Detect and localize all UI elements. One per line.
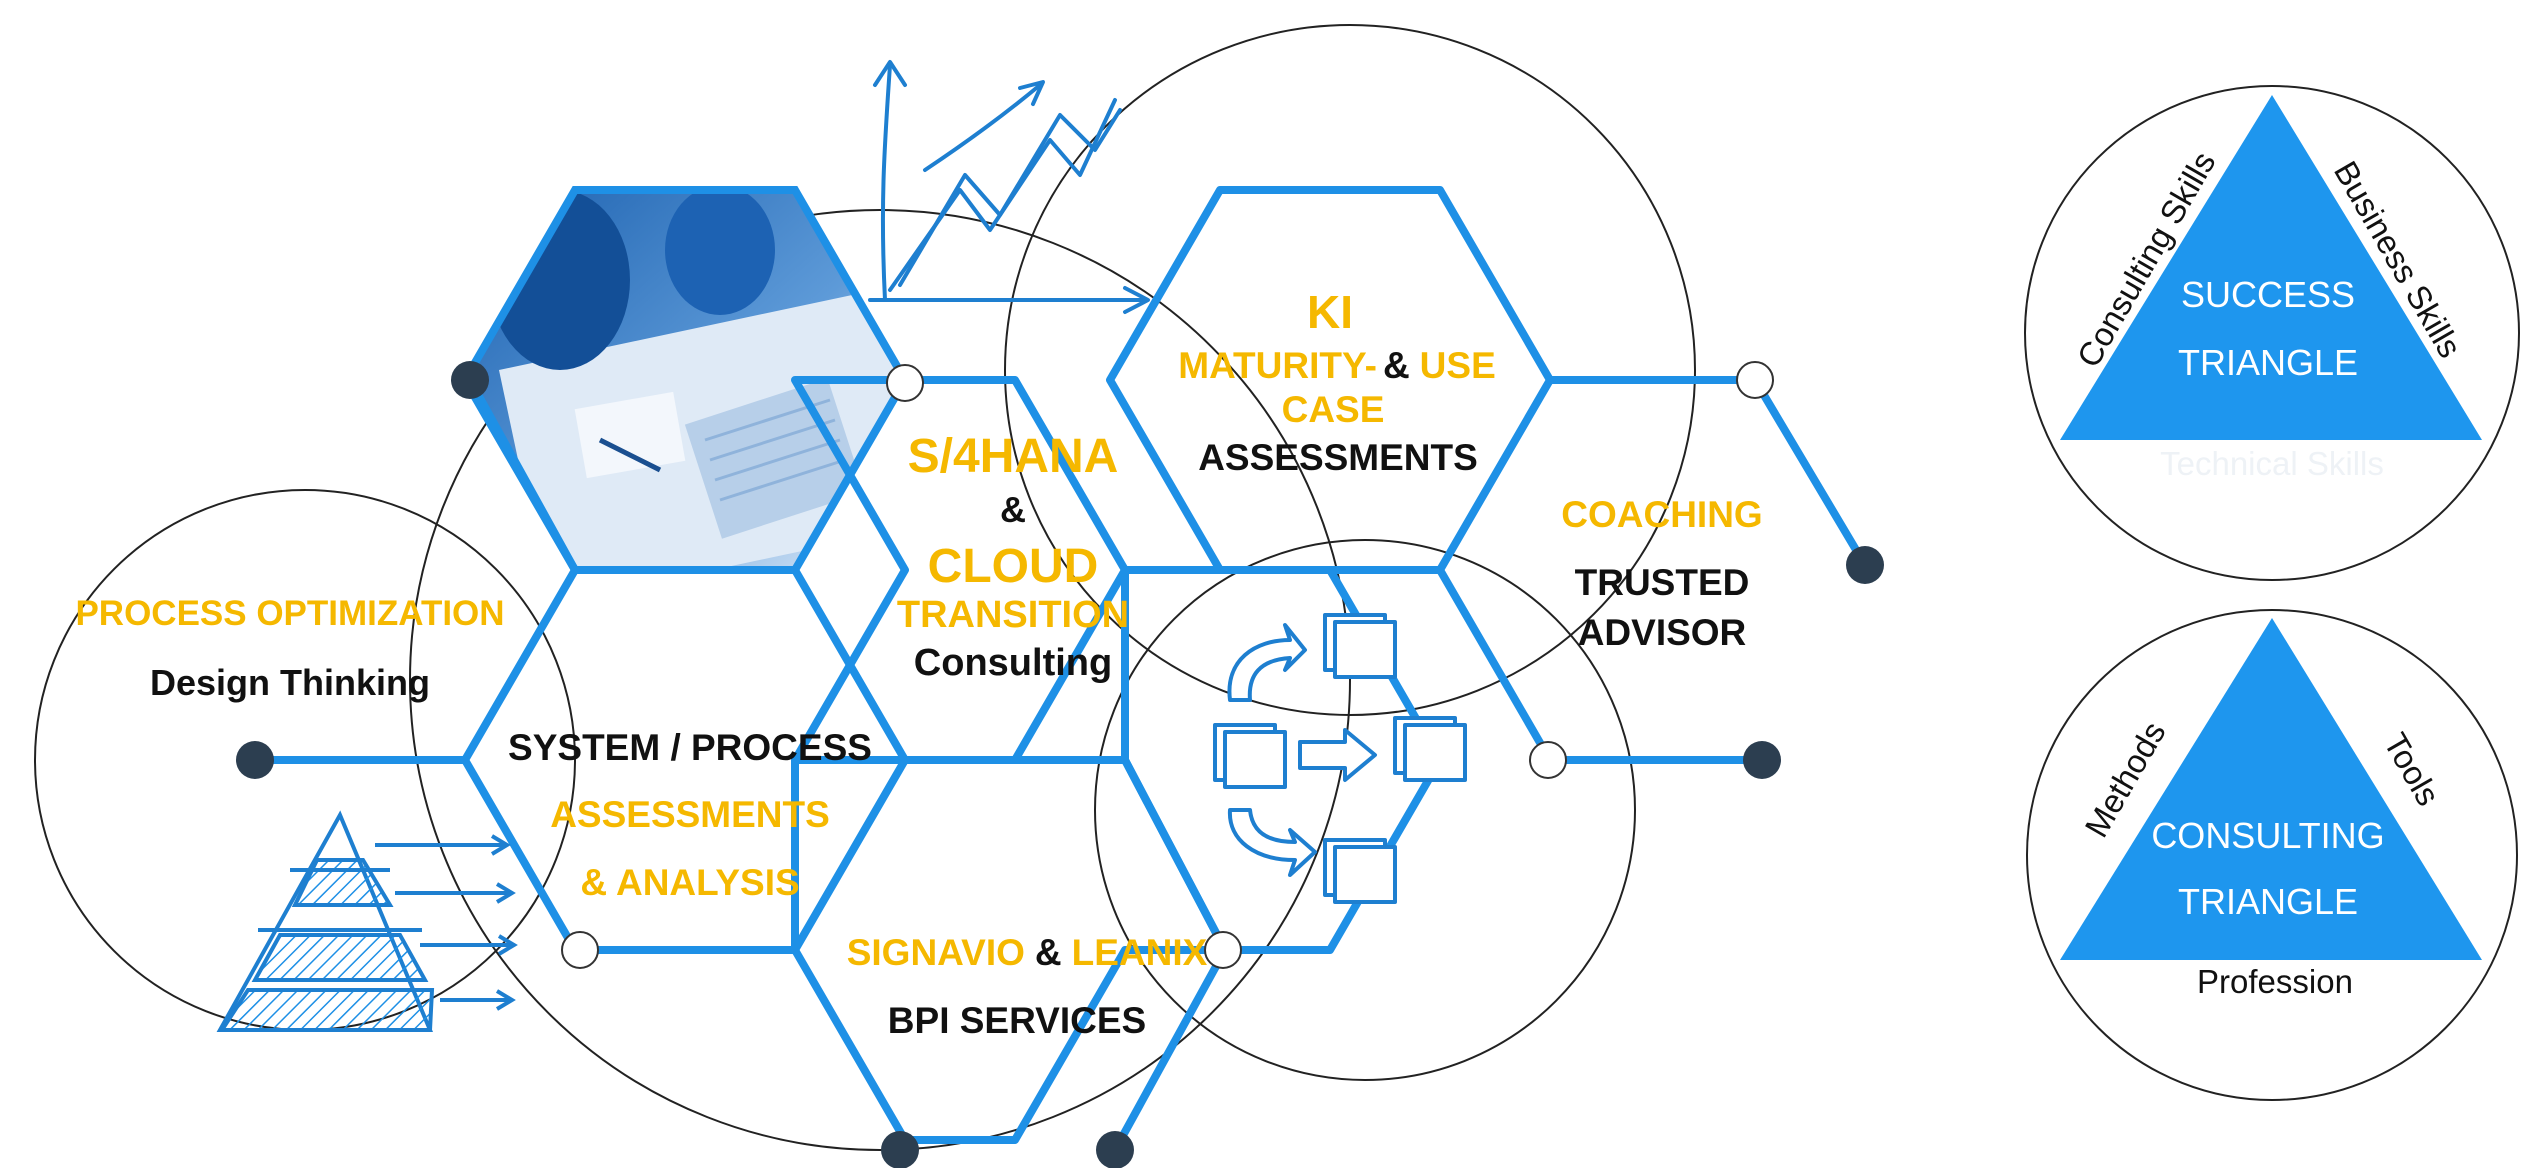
trusted-label: TRUSTED [1575, 562, 1750, 603]
ki-assessments-label: ASSESSMENTS [1198, 437, 1478, 478]
ki-label: KI MATURITY-&USE CASE ASSESSMENTS [1178, 286, 1496, 478]
consulting-label: Consulting [914, 642, 1112, 684]
consulting-triangle [2060, 618, 2482, 960]
s4hana-label: S/4HANA & CLOUD TRANSITION Consulting [897, 430, 1129, 684]
consulting-title-label: CONSULTING [2151, 815, 2384, 856]
hex-coaching-edge [1436, 567, 1554, 763]
success-triangle [2060, 95, 2482, 440]
process-optimization-label: PROCESS OPTIMIZATION Design Thinking [75, 594, 504, 703]
circle-center [409, 209, 1351, 1151]
success-triangle-label: TRIANGLE [2178, 342, 2358, 383]
circle-mid-right [1094, 539, 1636, 1081]
ki-maturity-line: MATURITY-&USE [1178, 345, 1496, 386]
success-triangle-panel: SUCCESS TRIANGLE Consulting Skills Busin… [2024, 85, 2520, 581]
circle-top-right [1004, 24, 1696, 716]
profession-label: Profession [2197, 963, 2353, 1000]
cloud-label: CLOUD [928, 540, 1099, 593]
pyramid-icon [216, 810, 518, 1032]
success-label: SUCCESS [2181, 274, 2355, 315]
s4hana-amp: & [1000, 489, 1026, 530]
s4hana-title: S/4HANA [908, 430, 1119, 483]
signavio-label: SIGNAVIO&LEANIX BPI SERVICES [847, 932, 1208, 1041]
business-meeting-photo [460, 186, 910, 574]
assessments-label: ASSESSMENTS [550, 794, 830, 835]
process-flow-boxes-icon [1213, 613, 1467, 904]
advisor-label: ADVISOR [1578, 612, 1747, 653]
process-optimization-title: PROCESS OPTIMIZATION [75, 594, 504, 633]
system-process-label: SYSTEM / PROCESS ASSESSMENTS & ANALYSIS [508, 727, 872, 903]
signavio-line: SIGNAVIO&LEANIX [847, 932, 1208, 973]
bpi-services-label: BPI SERVICES [888, 1000, 1146, 1041]
ki-case-label: CASE [1282, 389, 1385, 430]
transition-label: TRANSITION [897, 594, 1129, 636]
consulting-triangle-panel: CONSULTING TRIANGLE Methods Tools Profes… [2026, 609, 2518, 1101]
coaching-label: COACHING TRUSTED ADVISOR [1561, 494, 1762, 653]
hex-process-flow [1121, 566, 1444, 954]
connector-nodes [236, 361, 1884, 1169]
ki-title: KI [1307, 286, 1353, 338]
analysis-label: & ANALYSIS [580, 862, 799, 903]
consulting-triangle-label: TRIANGLE [2178, 881, 2358, 922]
coaching-title: COACHING [1561, 494, 1762, 535]
system-process-title: SYSTEM / PROCESS [508, 727, 872, 768]
technical-skills-label: Technical Skills [2160, 445, 2384, 482]
growth-arrows-icon [868, 60, 1150, 314]
design-thinking-label: Design Thinking [150, 662, 430, 703]
